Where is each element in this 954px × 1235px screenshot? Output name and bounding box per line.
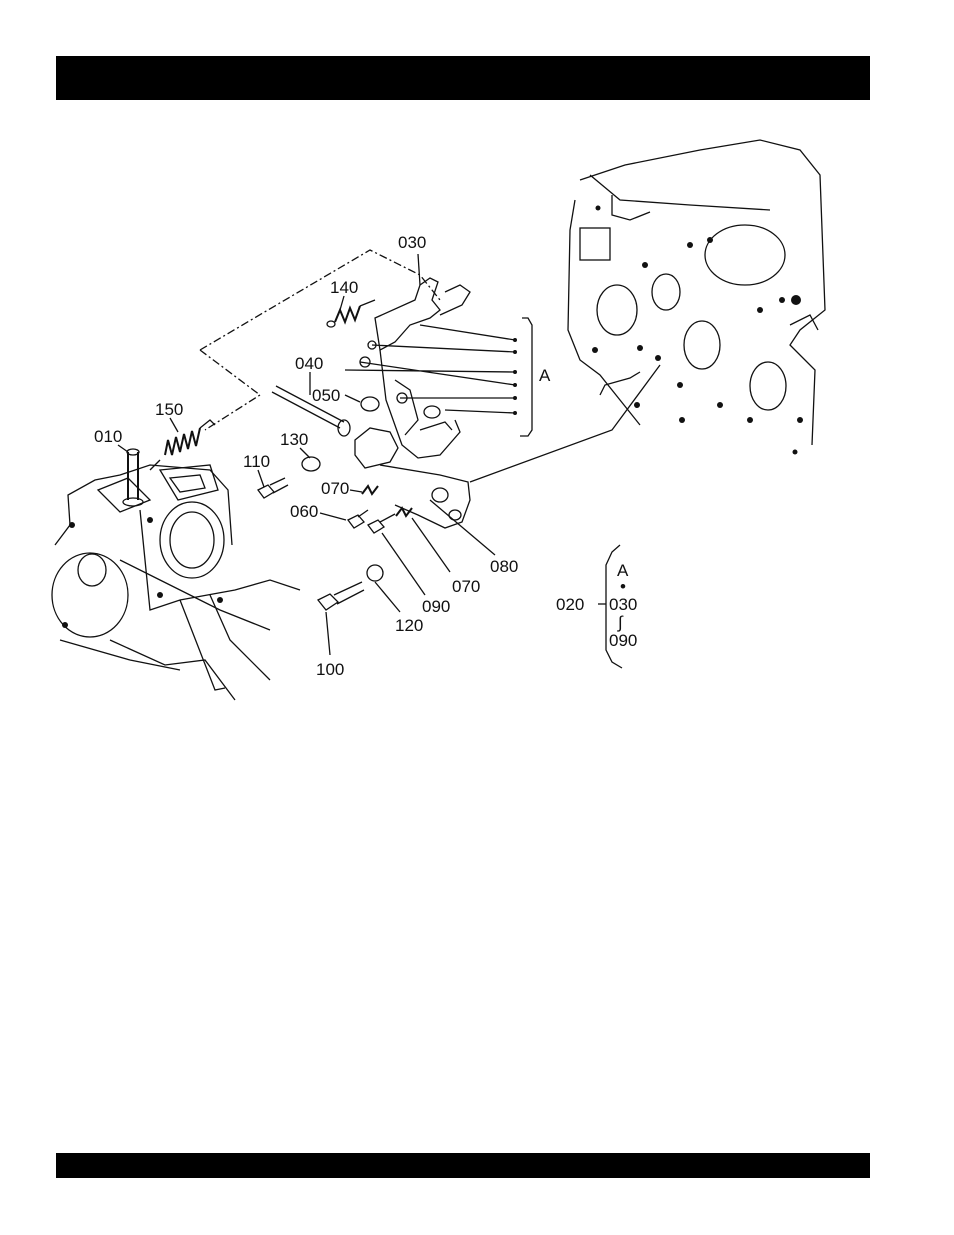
label-150: 150 (155, 400, 183, 419)
label-130: 130 (280, 430, 308, 449)
label-060: 060 (290, 502, 318, 521)
label-010: 010 (94, 427, 122, 446)
part-090-bolt (368, 514, 395, 533)
legend-dot: • (620, 577, 626, 596)
legend-range-mark: ∫ (617, 613, 624, 632)
label-120: 120 (395, 616, 423, 635)
part-070-spring-a (362, 486, 378, 494)
label-040: 040 (295, 354, 323, 373)
part-050-washer (361, 397, 379, 411)
label-leaders (118, 254, 495, 655)
part-080-housing (355, 365, 660, 528)
part-010-shaft (123, 449, 143, 506)
part-120-washer (367, 565, 383, 581)
engine-block (568, 140, 825, 455)
part-060-bolt (348, 510, 368, 528)
footer-bar (56, 1153, 870, 1178)
part-140-spring (327, 300, 375, 327)
label-080: 080 (490, 557, 518, 576)
label-050: 050 (312, 386, 340, 405)
label-070-a: 070 (321, 479, 349, 498)
label-a-bracket: A (539, 366, 551, 385)
part-150-spring (150, 420, 215, 470)
label-140: 140 (330, 278, 358, 297)
label-030: 030 (398, 233, 426, 252)
part-030-lever (360, 278, 470, 458)
gear-case (52, 465, 300, 700)
legend-020: 020 A • 030 ∫ 090 (556, 545, 637, 668)
label-070-b: 070 (452, 577, 480, 596)
label-100: 100 (316, 660, 344, 679)
label-110: 110 (243, 452, 270, 471)
group-a-leaders (345, 318, 532, 436)
part-130-washer (302, 457, 320, 471)
legend-label-020: 020 (556, 595, 584, 614)
legend-label-090: 090 (609, 631, 637, 650)
label-090-a: 090 (422, 597, 450, 616)
legend-label-030: 030 (609, 595, 637, 614)
part-100-bolt (318, 582, 364, 610)
